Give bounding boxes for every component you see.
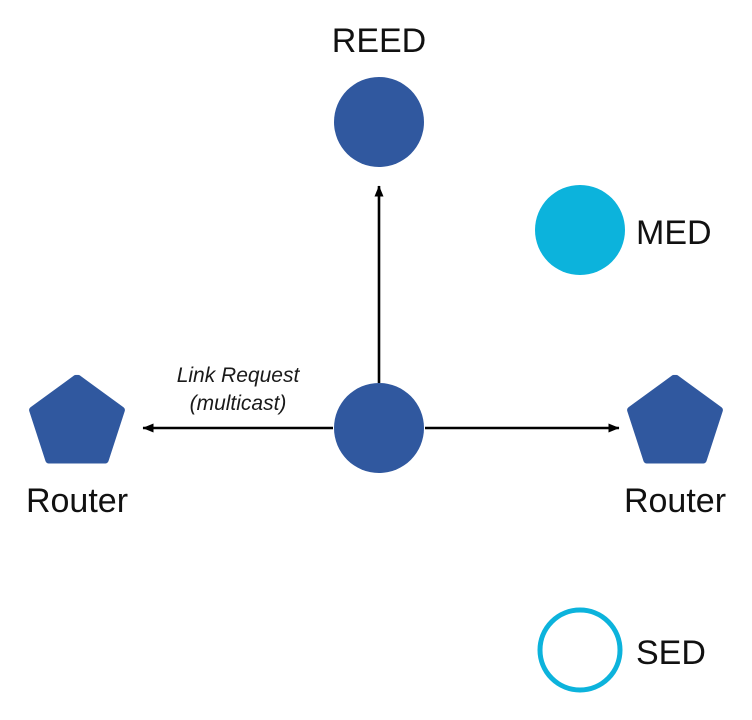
node-labels-group: REED MED SED Router Router xyxy=(26,22,726,672)
link-request-label-line2: (multicast) xyxy=(190,392,287,415)
label-sed: SED xyxy=(636,634,706,672)
label-reed: REED xyxy=(332,22,426,60)
link-request-label-line1: Link Request xyxy=(177,364,301,387)
label-router-right: Router xyxy=(624,482,726,520)
node-sed[interactable] xyxy=(537,607,623,693)
node-router-right[interactable] xyxy=(627,374,723,464)
node-reed[interactable] xyxy=(334,77,424,167)
edge-labels-group: Link Request (multicast) xyxy=(177,364,301,415)
node-med[interactable] xyxy=(535,185,625,275)
label-router-left: Router xyxy=(26,482,128,520)
nodes-group xyxy=(29,77,723,693)
label-med: MED xyxy=(636,214,712,252)
node-router-left[interactable] xyxy=(29,374,125,464)
node-sender[interactable] xyxy=(334,383,424,473)
edges-group xyxy=(142,185,620,433)
